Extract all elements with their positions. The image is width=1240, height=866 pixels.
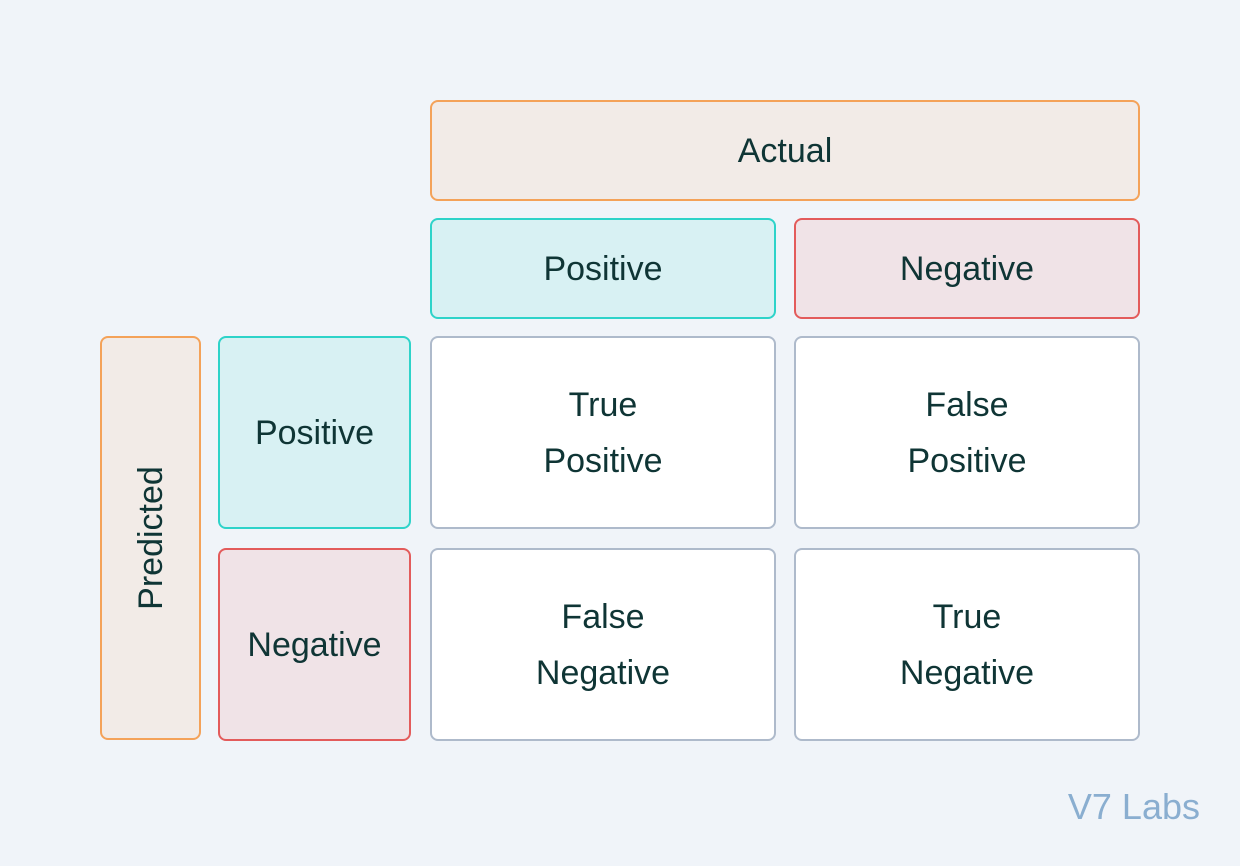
- cell-true-positive: True Positive: [430, 336, 776, 529]
- row-header-positive: Positive: [218, 336, 411, 529]
- watermark-text: V7 Labs: [1067, 786, 1200, 827]
- actual-label: Actual: [737, 131, 833, 170]
- cell-true-positive-line2: Positive: [543, 441, 663, 480]
- row-negative-label: Negative: [247, 625, 382, 664]
- cell-true-negative: True Negative: [794, 548, 1140, 741]
- predicted-header: Predicted: [100, 336, 201, 740]
- column-header-positive: Positive: [430, 218, 776, 319]
- cell-false-positive-line1: False: [925, 385, 1009, 424]
- column-negative-label: Negative: [899, 249, 1035, 288]
- column-positive-label: Positive: [543, 249, 663, 288]
- cell-false-negative-line2: Negative: [535, 653, 671, 692]
- cell-true-positive-line1: True: [568, 385, 638, 424]
- row-positive-label: Positive: [254, 413, 375, 452]
- cell-true-negative-line1: True: [932, 597, 1002, 636]
- actual-header: Actual: [430, 100, 1140, 201]
- cell-false-negative: False Negative: [430, 548, 776, 741]
- cell-false-negative-line1: False: [561, 597, 645, 636]
- cell-false-positive: False Positive: [794, 336, 1140, 529]
- cell-true-negative-line2: Negative: [899, 653, 1035, 692]
- column-header-negative: Negative: [794, 218, 1140, 319]
- predicted-label: Predicted: [131, 466, 170, 610]
- row-header-negative: Negative: [218, 548, 411, 741]
- cell-false-positive-line2: Positive: [907, 441, 1027, 480]
